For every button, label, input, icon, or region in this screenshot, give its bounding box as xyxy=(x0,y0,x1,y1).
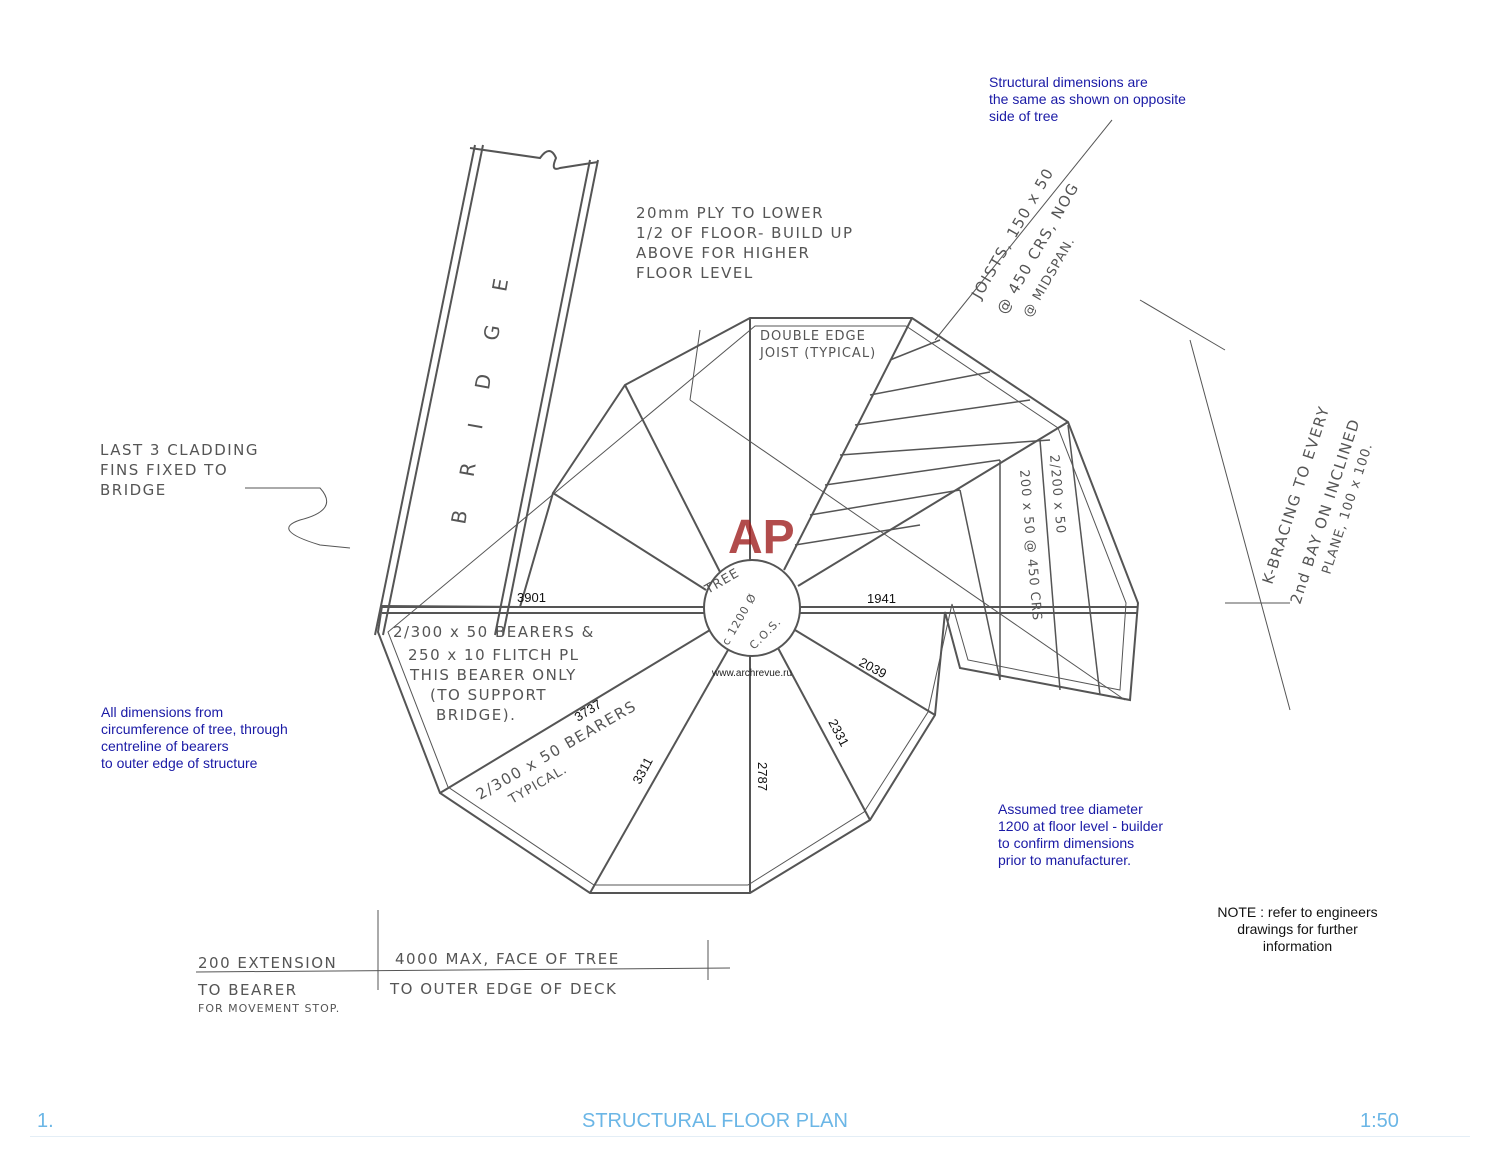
extension-note-1: 200 EXTENSION xyxy=(198,954,337,972)
ply-note-4: FLOOR LEVEL xyxy=(636,264,754,282)
handwritten-annotations: 20mm PLY TO LOWER 1/2 OF FLOOR- BUILD UP… xyxy=(100,164,1376,1015)
bearers-note-4: (TO SUPPORT xyxy=(430,686,547,704)
deck-outline xyxy=(376,317,1140,894)
cladding-note-2: FINS FIXED TO xyxy=(100,461,228,479)
cladding-note-3: BRIDGE xyxy=(100,481,167,499)
bearers-note-2: 250 x 10 FLITCH PL xyxy=(408,646,580,664)
watermark-url: www.archrevue.ru xyxy=(711,668,792,679)
structural-dimensions-note: Structural dimensions are the same as sh… xyxy=(989,74,1186,124)
beam-note-2: 2/200 x 50 xyxy=(1046,454,1068,535)
dim-3311: 3311 xyxy=(629,755,655,787)
footer-divider xyxy=(30,1136,1470,1137)
max-dimension-note-2: TO OUTER EDGE OF DECK xyxy=(389,980,617,998)
ply-note-3: ABOVE FOR HIGHER xyxy=(636,244,810,262)
all-dimensions-note: All dimensions from circumference of tre… xyxy=(101,704,288,771)
beam-note-1: 200 x 50 @ 450 CRS xyxy=(1016,469,1044,622)
drawing-number: 1. xyxy=(37,1110,54,1132)
joists xyxy=(794,339,1101,696)
extension-note-2: TO BEARER xyxy=(197,981,298,999)
deck-frame xyxy=(195,119,1291,990)
bridge-label: B R I D G E xyxy=(446,263,515,526)
watermark-logo: AP xyxy=(728,511,795,564)
watermark: AP www.archrevue.ru xyxy=(711,511,795,679)
double-edge-note-1: DOUBLE EDGE xyxy=(760,329,866,344)
tree-cos-label: C.O.S. xyxy=(747,615,784,652)
bearers xyxy=(382,317,1138,894)
bridge xyxy=(374,144,599,636)
drawing-scale: 1:50 xyxy=(1360,1110,1399,1132)
bearers-note-5: BRIDGE). xyxy=(436,706,516,724)
ply-note-2: 1/2 OF FLOOR- BUILD UP xyxy=(636,224,854,242)
engineers-note: NOTE : refer to engineers drawings for f… xyxy=(1217,904,1378,954)
dim-2787: 2787 xyxy=(755,762,770,791)
cladding-note-1: LAST 3 CLADDING xyxy=(100,441,259,459)
ply-note-1: 20mm PLY TO LOWER xyxy=(636,204,824,222)
double-edge-note-2: JOIST (TYPICAL) xyxy=(759,346,876,361)
bearers-note-3: THIS BEARER ONLY xyxy=(409,666,577,684)
drawing-title: STRUCTURAL FLOOR PLAN xyxy=(582,1110,848,1132)
bearers-note-1: 2/300 x 50 BEARERS & xyxy=(393,623,595,641)
extension-note-3: FOR MOVEMENT STOP. xyxy=(198,1002,340,1015)
tree-diameter-note: Assumed tree diameter 1200 at floor leve… xyxy=(998,801,1163,868)
max-dimension-note-1: 4000 MAX, FACE OF TREE xyxy=(395,950,620,968)
dim-1941: 1941 xyxy=(867,591,896,606)
dim-3901: 3901 xyxy=(517,590,546,605)
